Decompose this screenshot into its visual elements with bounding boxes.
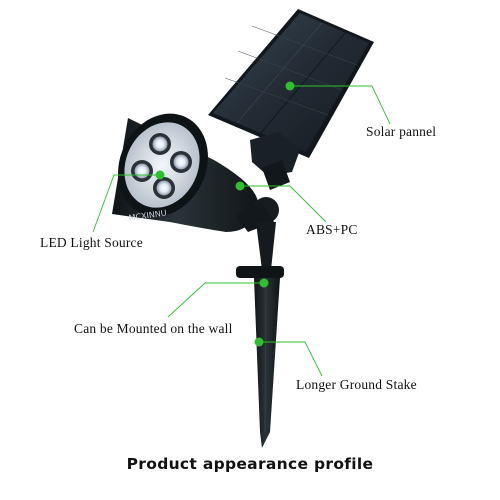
callout-abs-pc: ABS+PC (306, 222, 358, 237)
ground-stake (236, 222, 284, 448)
callout-wall-mount: Can be Mounted on the wall (74, 321, 233, 336)
panel-bracket (250, 132, 300, 190)
callout-solar-panel: Solar pannel (366, 124, 437, 139)
callout-lines (92, 85, 391, 377)
callout-dots (155, 81, 295, 347)
caption: Product appearance profile (126, 455, 374, 473)
callout-ground-stake: Longer Ground Stake (296, 377, 417, 392)
callout-led-source: LED Light Source (40, 235, 143, 250)
